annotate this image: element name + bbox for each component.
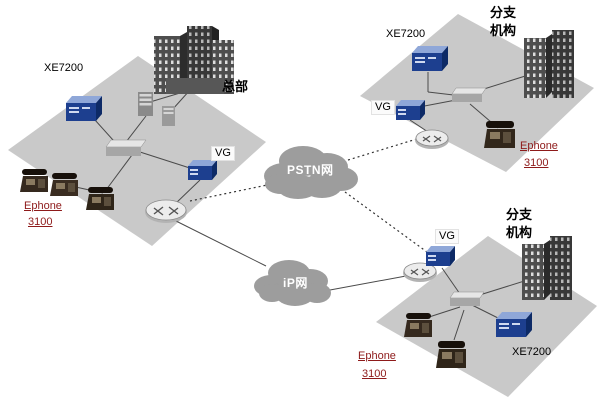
- dotted-links: [189, 137, 428, 253]
- branch-top-hub-icon: [451, 87, 487, 102]
- branch-bottom-vg-label: VG: [436, 230, 458, 243]
- branch-bottom-ip-phone-icon: [404, 313, 432, 337]
- hq-vg-label: VG: [212, 147, 234, 160]
- branch-bottom-router-icon: [403, 262, 437, 282]
- hq-router-icon: [145, 199, 187, 223]
- hq-vg-gateway-icon: [188, 160, 217, 180]
- ip-cloud-label: iP网: [283, 276, 308, 290]
- hq-ip-phone3-icon: [86, 187, 114, 210]
- branch-bottom-ephone-model-label: 3100: [362, 368, 387, 380]
- ip-cloud: [254, 260, 331, 306]
- branch-top-xe7200-switch-icon: [412, 46, 448, 71]
- branch-top-xe7200-label: XE7200: [386, 28, 426, 40]
- hq-switch-tower-icon: [138, 92, 153, 116]
- branch-top-ephone-model-label: 3100: [524, 157, 549, 169]
- branch-bottom-xe7200-label: XE7200: [512, 346, 552, 358]
- pstn-cloud: [264, 146, 358, 199]
- hq-ip-phone2-icon: [50, 173, 78, 196]
- branch-bottom-hub-icon: [449, 291, 485, 306]
- hq-buildings-icon: [154, 26, 234, 94]
- hq-ephone-model-label: 3100: [28, 216, 53, 228]
- branch-bottom-site-label-line2: 机构: [506, 225, 533, 240]
- branch-bottom-site-label-line1: 分支: [506, 207, 533, 222]
- hq-site-label: 总部: [222, 79, 249, 94]
- hq-ephone-label: Ephone: [24, 200, 62, 212]
- branch-top-ephone-label: Ephone: [520, 140, 558, 152]
- branch-top-router-icon: [415, 129, 449, 149]
- branch-bottom-buildings-icon: [522, 236, 572, 300]
- hq-ip-phone-icon: [20, 169, 48, 192]
- pstn-cloud-label: PSTN网: [287, 163, 334, 177]
- branch-top-site-label-line2: 机构: [490, 23, 517, 38]
- branch-top-site-label-line1: 分支: [490, 5, 517, 20]
- hq-xe7200-label: XE7200: [44, 62, 84, 74]
- branch-top-vg-label: VG: [372, 101, 394, 114]
- branch-top-ip-phone-icon: [484, 121, 515, 148]
- branch-bottom-xe7200-switch-icon: [496, 312, 532, 337]
- hq-switch-tower2-icon: [162, 106, 175, 126]
- hq-xe7200-switch-icon: [66, 96, 102, 121]
- hq-hub-icon: [105, 139, 147, 156]
- branch-bottom-ephone-label: Ephone: [358, 350, 396, 362]
- branch-bottom-vg-gateway-icon: [426, 246, 455, 266]
- branch-bottom-ip-phone2-icon: [436, 341, 466, 368]
- branch-top-vg-gateway-icon: [396, 100, 425, 120]
- branch-top-buildings-icon: [524, 30, 574, 98]
